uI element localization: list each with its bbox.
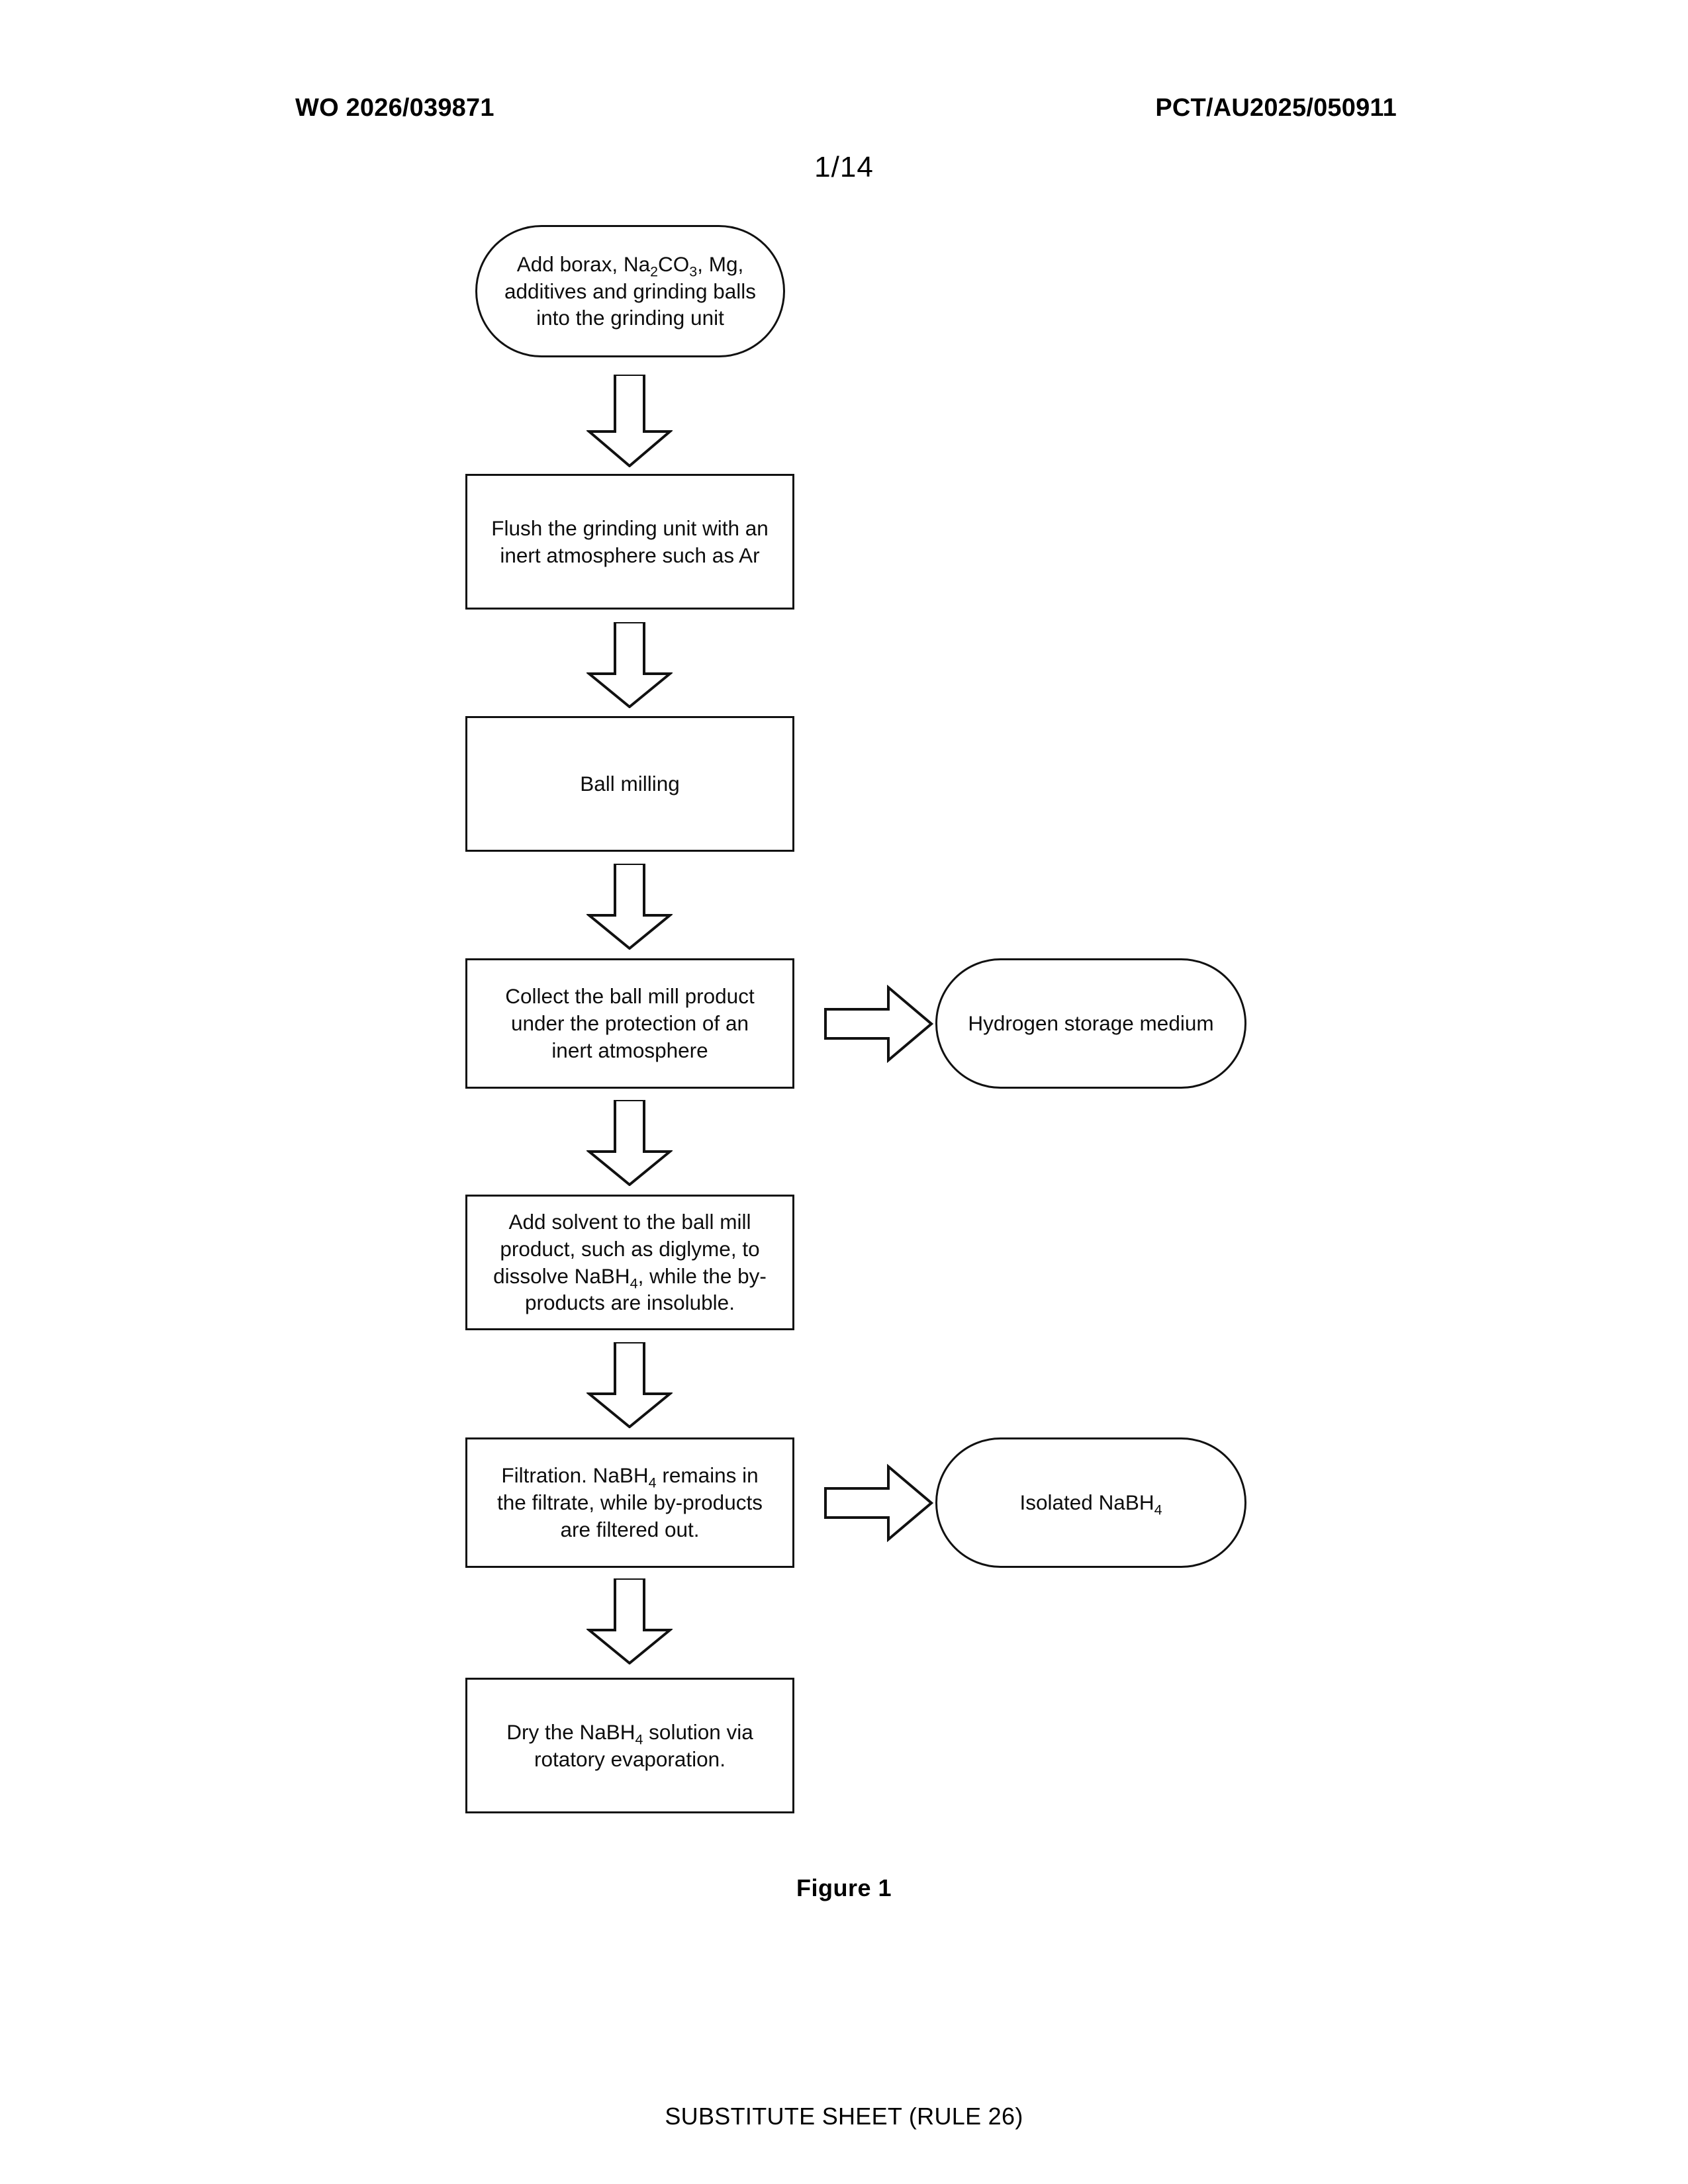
flow-node-hydrogen-storage-medium: Hydrogen storage medium [935, 958, 1246, 1089]
application-number: PCT/AU2025/050911 [1155, 94, 1397, 122]
flow-arrow-right-1 [824, 985, 933, 1063]
flow-node-text: Add borax, Na2CO3, Mg,additives and grin… [504, 251, 756, 330]
sheet-number: 1/14 [814, 151, 874, 183]
flow-arrow-down-5 [586, 1342, 673, 1428]
figure-caption: Figure 1 [796, 1874, 892, 1901]
flow-node-ball-milling: Ball milling [465, 716, 794, 852]
flow-node-text: Isolated NaBH4 [1019, 1490, 1162, 1518]
flow-arrow-right-2 [824, 1464, 933, 1542]
flow-arrow-down-6 [586, 1578, 673, 1664]
flow-node-add-reagents: Add borax, Na2CO3, Mg,additives and grin… [475, 225, 785, 357]
flow-arrow-down-3 [586, 864, 673, 950]
flow-node-text: Hydrogen storage medium [968, 1011, 1214, 1036]
flow-node-isolated-nabh4: Isolated NaBH4 [935, 1437, 1246, 1568]
publication-number: WO 2026/039871 [295, 94, 494, 122]
substitute-sheet-footer: SUBSTITUTE SHEET (RULE 26) [665, 2103, 1023, 2130]
flow-arrow-down-4 [586, 1100, 673, 1186]
flow-arrow-down-2 [586, 622, 673, 708]
flow-arrow-down-1 [586, 375, 673, 467]
flow-node-text: Ball milling [580, 772, 680, 796]
